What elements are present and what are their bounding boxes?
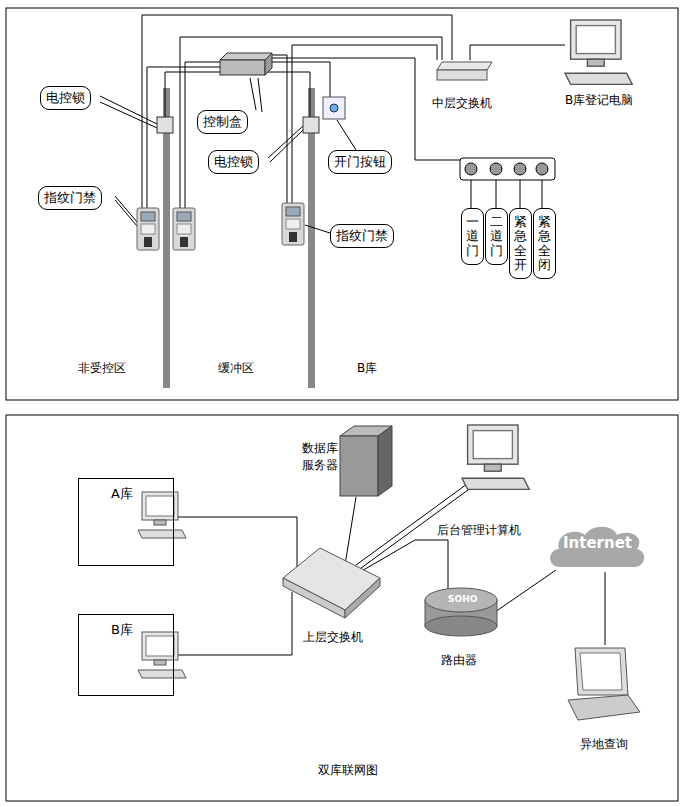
text-label: 缓冲区 (218, 360, 254, 377)
node-text: 电控锁 (214, 154, 253, 169)
node-text: 指纹门禁 (44, 190, 96, 205)
text-label: B库登记电脑 (565, 92, 633, 109)
button-label-box: 一道门 (461, 208, 484, 265)
callout-box: 指纹门禁 (38, 186, 102, 210)
text-label: 非受控区 (78, 360, 126, 377)
node-text: B库 (111, 622, 133, 637)
callout-box: 指纹门禁 (330, 224, 394, 248)
node-text: 紧急全闭 (538, 215, 551, 272)
node-text: A库 (111, 486, 133, 501)
text-label: SOHO (448, 594, 477, 604)
callout-box: 电控锁 (40, 86, 91, 110)
text-label: 路由器 (441, 652, 477, 669)
node-text: 电控锁 (46, 90, 85, 105)
internet-cloud: Internet (545, 522, 650, 572)
button-label-box: 紧急全闭 (533, 208, 556, 279)
text-label: 中层交换机 (432, 95, 492, 112)
node-text: 紧急全开 (514, 215, 527, 272)
node-text: 控制盒 (203, 114, 242, 129)
node-text: 指纹门禁 (336, 228, 388, 243)
node-text: Internet (545, 522, 650, 552)
callout-box: 开门按钮 (328, 150, 392, 174)
text-label: 上层交换机 (303, 629, 363, 646)
text-label: 异地查询 (580, 736, 628, 753)
node-text: 一道门 (466, 215, 479, 258)
caption: 双库联网图 (318, 762, 378, 779)
node-text: 二道门 (490, 215, 503, 258)
callout-box: 电控锁 (208, 150, 259, 174)
node-text: 开门按钮 (334, 154, 386, 169)
text-label: 后台管理计算机 (437, 522, 521, 539)
button-label-box: 紧急全开 (509, 208, 532, 279)
button-label-box: 二道门 (485, 208, 508, 265)
text-label: B库 (357, 360, 377, 377)
room-box: A库 (78, 478, 174, 566)
room-box: B库 (78, 614, 174, 696)
text-label: 数据库 服务器 (300, 440, 340, 474)
callout-box: 控制盒 (197, 110, 248, 134)
